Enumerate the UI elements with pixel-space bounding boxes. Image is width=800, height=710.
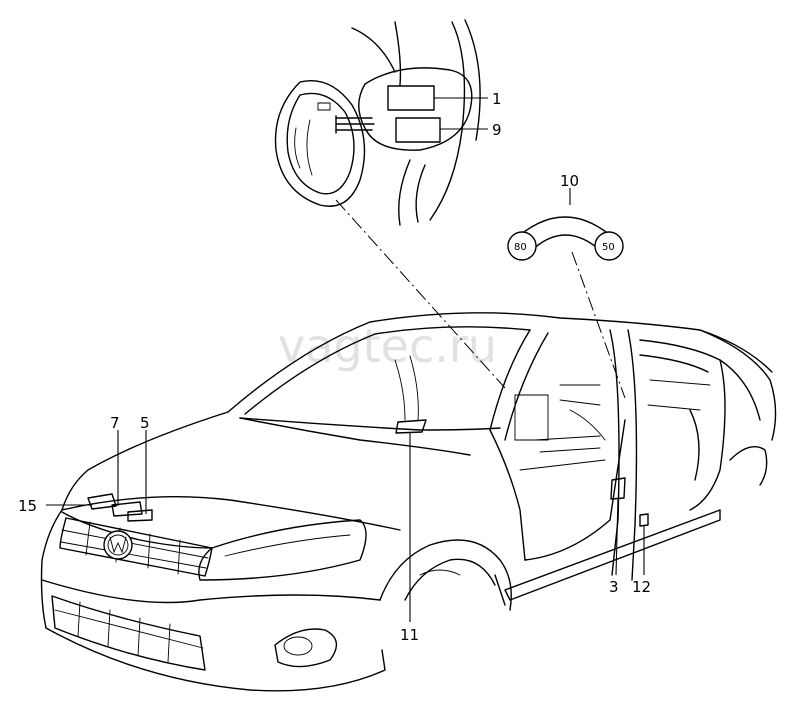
callout-1: 1 [492,90,502,108]
arc-sticker: 80 50 [507,216,624,261]
callout-11: 11 [400,626,419,644]
callout-5: 5 [140,414,150,432]
callout-9: 9 [492,121,502,139]
callout-3: 3 [609,578,619,596]
fuel-flap-detail [274,19,481,226]
callout-15: 15 [18,497,37,515]
callout-12: 12 [632,578,651,596]
vw-logo-icon [103,530,133,560]
callout-10: 10 [560,172,579,190]
sticker-badge-left: 80 [514,242,527,253]
car-body [40,312,777,692]
sticker-badge-right: 50 [602,242,615,253]
callout-7: 7 [110,414,120,432]
